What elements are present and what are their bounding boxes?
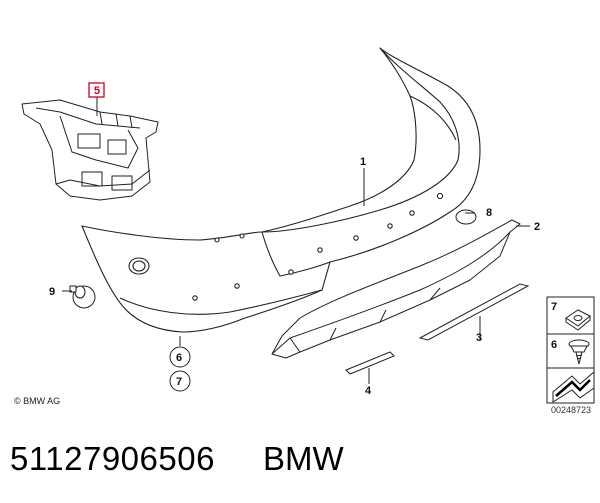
legend-7-label: 7 (551, 301, 557, 313)
callout-5: 5 (94, 85, 100, 97)
bumper-trim-panel (81, 47, 481, 333)
callout-4: 4 (365, 385, 372, 397)
tow-hook-cap (69, 285, 96, 309)
highlight-box (88, 82, 105, 98)
trim-strip (418, 283, 530, 341)
callout-3: 3 (476, 332, 482, 344)
callout-labels: 1 2 3 4 5 8 9 (49, 85, 540, 397)
sensor-cap (455, 209, 477, 225)
callout-2: 2 (534, 221, 540, 233)
callout-9: 9 (49, 286, 55, 298)
clip-nut-icon (565, 309, 591, 331)
diagram-code: 00248723 (551, 405, 592, 415)
reflector-strip (345, 351, 395, 375)
screw-icon (568, 339, 590, 365)
callout-6: 6 (176, 352, 182, 364)
copyright-notice: © BMW AG (14, 396, 61, 406)
circled-callouts: 6 7 (169, 346, 191, 392)
callout-1: 1 (360, 156, 366, 168)
leader-lines (62, 97, 530, 384)
legend-6-label: 6 (551, 339, 557, 351)
orientation-arrow-icon (552, 370, 595, 403)
callout-8: 8 (486, 207, 492, 219)
diffuser (271, 219, 521, 359)
brand-name: BMW (263, 440, 344, 477)
parts-legend: 7 6 (546, 296, 595, 404)
bumper-bracket (21, 99, 159, 201)
callout-7: 7 (176, 376, 182, 388)
part-number: 51127906506 (10, 440, 215, 477)
